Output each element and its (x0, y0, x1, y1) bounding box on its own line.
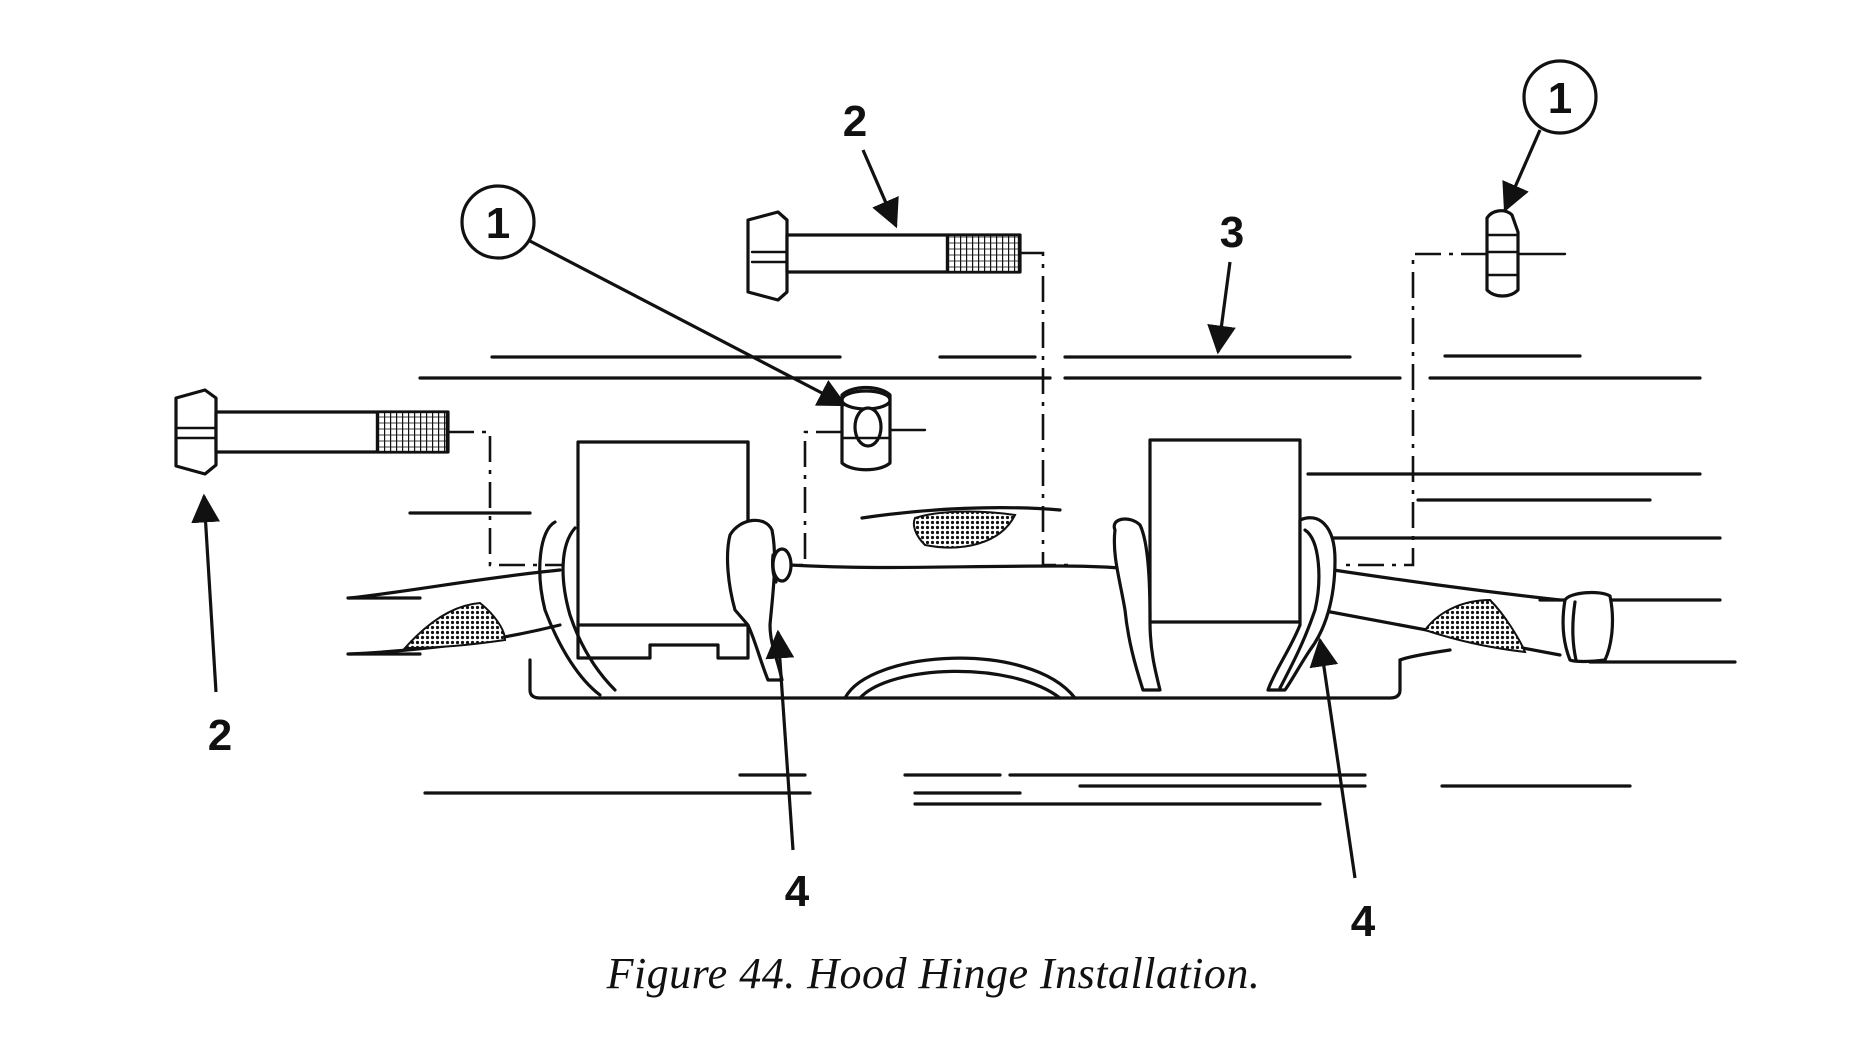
figure-caption: Figure 44. Hood Hinge Installation. (606, 949, 1261, 998)
callout-label-hinge-left: 4 (785, 867, 810, 916)
centerlines (448, 251, 1487, 567)
callout-label-hinge-right: 4 (1351, 897, 1376, 946)
leader-arrows (191, 129, 1542, 879)
bolt-left (174, 388, 450, 476)
callout-label-bolt-left: 2 (208, 711, 232, 760)
callout-label-bolt-top: 2 (843, 97, 867, 146)
callout-label-nut-left: 1 (486, 199, 510, 248)
callout-circle-1-left (460, 184, 536, 260)
callout-label-hood: 3 (1220, 208, 1244, 257)
hood-panel-lines (346, 354, 1737, 806)
callout-circle-1-right (1522, 59, 1598, 135)
hinge-left (538, 440, 793, 697)
bumper (1561, 590, 1615, 664)
nut-right (1485, 209, 1567, 298)
callout-label-nut-right: 1 (1548, 74, 1572, 123)
hinge-right (1112, 438, 1337, 692)
nut-left (840, 385, 927, 472)
bolt-top (746, 210, 1022, 302)
